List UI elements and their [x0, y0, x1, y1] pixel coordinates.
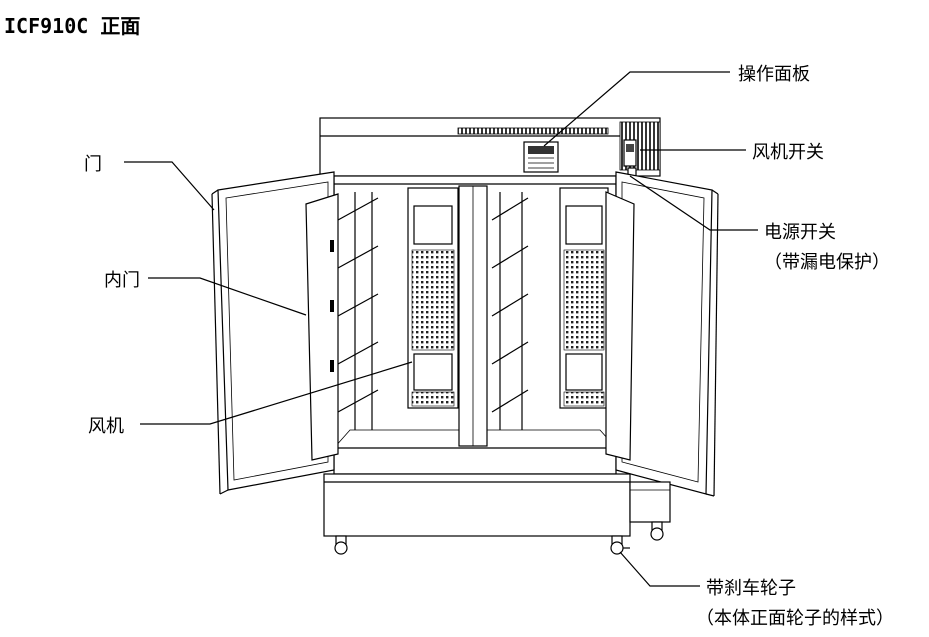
side-switches: [623, 139, 637, 179]
left-door: [211, 171, 335, 495]
label-caster: 带刹车轮子: [706, 578, 796, 599]
shelves-left: [337, 192, 529, 430]
top-control-box: [319, 117, 661, 177]
label-door: 门: [84, 154, 102, 175]
fan-panel-right: [559, 187, 609, 409]
diagram-title: ICF910C 正面: [4, 14, 141, 38]
control-panel-unit: [523, 141, 559, 173]
leader-lines: [124, 71, 758, 587]
label-inner-door: 内门: [104, 270, 140, 291]
label-power-switch-note: （带漏电保护）: [764, 252, 890, 273]
label-control-panel: 操作面板: [738, 64, 810, 85]
right-inner-door: [605, 191, 635, 461]
fan-panel-left: [407, 187, 459, 409]
cabinet-base: [323, 473, 671, 537]
label-caster-note: （本体正面轮子的样式）: [696, 608, 894, 629]
label-power-switch: 电源开关: [764, 222, 836, 243]
label-fan: 风机: [88, 416, 124, 437]
casters: [334, 521, 664, 555]
label-fan-switch: 风机开关: [752, 142, 824, 163]
left-inner-door: [305, 193, 339, 461]
